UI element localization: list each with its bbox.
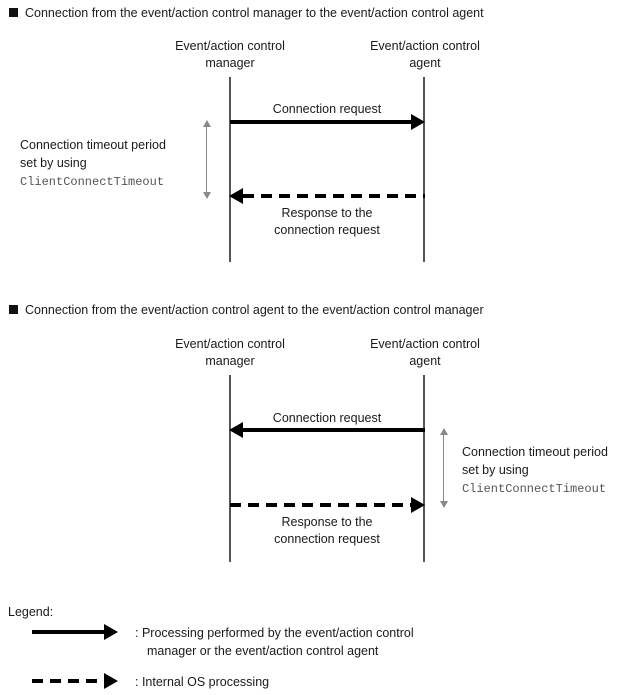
message-line-connection-request-1 [230, 120, 411, 124]
message-line-response-2 [230, 503, 411, 507]
timeout-span-stem-1 [206, 122, 207, 194]
message-line-response-1 [243, 194, 425, 198]
timeout-note-2-line1: Connection timeout period [462, 445, 608, 459]
lifeline-manager-2 [229, 375, 231, 562]
timeout-note-1-line2: set by using [20, 156, 87, 170]
legend-entry-2-line1: : Internal OS processing [135, 675, 270, 689]
bullet-square-icon-2 [9, 305, 18, 314]
legend-entry-1-line2: manager or the event/action control agen… [147, 644, 379, 658]
actor-label-manager-2-line2: manager [205, 354, 255, 368]
timeout-note-2-parameter: ClientConnectTimeout [462, 482, 607, 496]
legend-arrowhead-solid [104, 624, 118, 640]
message-label-connection-request-2: Connection request [272, 411, 382, 425]
actor-label-manager-2-line1: Event/action control [175, 337, 285, 351]
section-2-heading: Connection from the event/action control… [25, 303, 484, 317]
timeout-span-cap-up-1 [203, 120, 211, 127]
section-1-heading: Connection from the event/action control… [25, 6, 484, 20]
message-label-connection-request-1: Connection request [272, 102, 382, 116]
timeout-span-cap-up-2 [440, 428, 448, 435]
timeout-span-cap-down-2 [440, 501, 448, 508]
timeout-span-stem-2 [443, 430, 444, 503]
message-label-response-2-line1: Response to the [281, 515, 373, 529]
actor-label-agent-2-line2: agent [409, 354, 441, 368]
legend-line-dashed [32, 679, 104, 683]
bullet-square-icon [9, 8, 18, 17]
lifeline-manager-1 [229, 77, 231, 262]
actor-label-manager-1-line2: manager [205, 56, 255, 70]
legend-arrowhead-dashed [104, 673, 118, 689]
actor-label-manager-1-line1: Event/action control [175, 39, 285, 53]
actor-label-agent-1-line2: agent [409, 56, 441, 70]
arrowhead-left-connection-request-2 [229, 422, 243, 438]
timeout-span-cap-down-1 [203, 192, 211, 199]
message-label-response-1-line2: connection request [274, 223, 380, 237]
legend-entry-1-line1: : Processing performed by the event/acti… [135, 626, 414, 640]
message-label-response-1-line1: Response to the [281, 206, 373, 220]
lifeline-agent-1 [423, 77, 425, 262]
actor-label-agent-2-line1: Event/action control [370, 337, 480, 351]
legend-title: Legend: [8, 605, 54, 619]
arrowhead-right-response-2 [411, 497, 425, 513]
lifeline-agent-2 [423, 375, 425, 562]
actor-label-agent-1-line1: Event/action control [370, 39, 480, 53]
message-line-connection-request-2 [243, 428, 425, 432]
timeout-note-1-line1: Connection timeout period [20, 138, 166, 152]
arrowhead-left-response-1 [229, 188, 243, 204]
timeout-note-2-line2: set by using [462, 463, 529, 477]
legend-line-solid [32, 630, 104, 634]
arrowhead-right-connection-request-1 [411, 114, 425, 130]
timeout-note-1-parameter: ClientConnectTimeout [20, 175, 165, 189]
message-label-response-2-line2: connection request [274, 532, 380, 546]
